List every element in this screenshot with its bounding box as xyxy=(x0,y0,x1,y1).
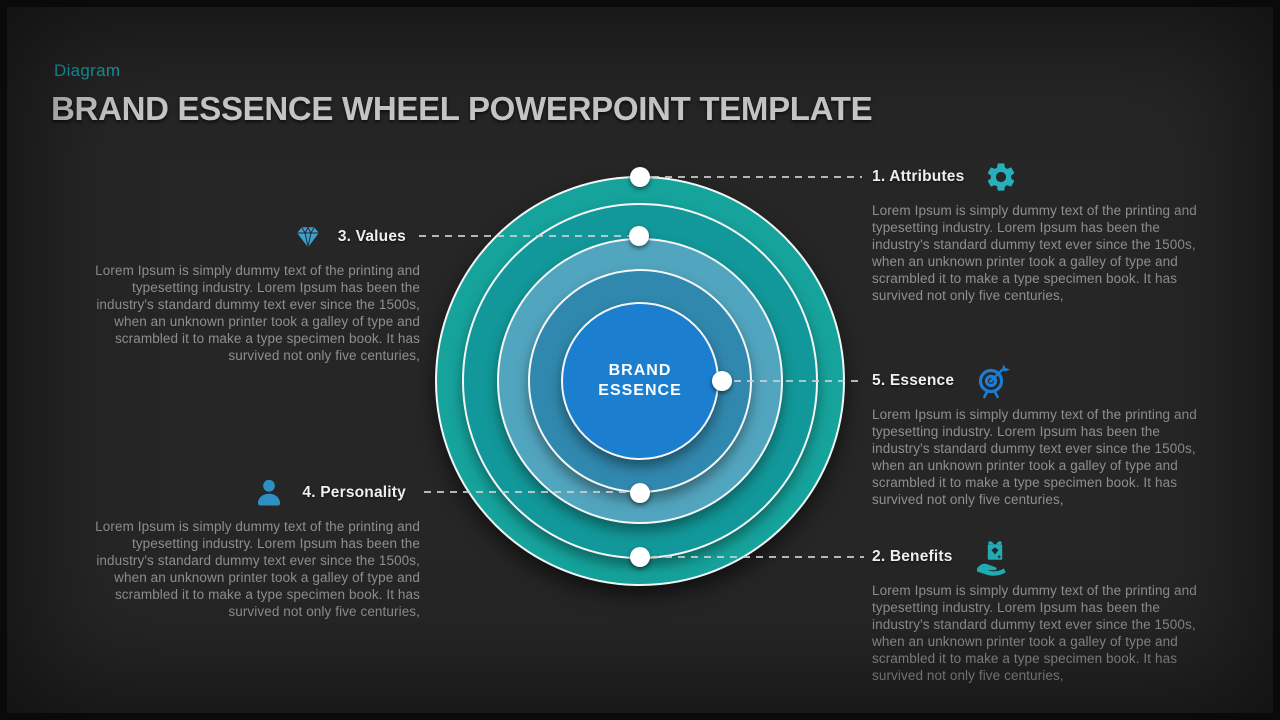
diamond-icon xyxy=(295,224,321,250)
connector-line-essence xyxy=(734,380,862,382)
connector-line-values xyxy=(419,235,633,237)
wheel-core-label-line1: BRAND xyxy=(608,362,672,379)
connector-line-personality xyxy=(424,491,634,493)
page-title: BRAND ESSENCE WHEEL POWERPOINT TEMPLATE xyxy=(51,90,873,127)
section-attributes-title: 1. Attributes xyxy=(872,168,965,185)
section-values-body: Lorem Ipsum is simply dummy text of the … xyxy=(95,263,420,363)
section-essence-title: 5. Essence xyxy=(872,372,955,389)
connector-dot-personality xyxy=(630,483,650,503)
section-benefits-body: Lorem Ipsum is simply dummy text of the … xyxy=(872,583,1197,683)
connector-dot-attributes xyxy=(630,167,650,187)
section-benefits: 2. Benefits Lorem Ipsum is simply dummy … xyxy=(872,538,1205,684)
connector-dot-values xyxy=(629,226,649,246)
section-personality: 4. Personality Lorem Ipsum is simply dum… xyxy=(85,474,420,620)
connector-line-benefits xyxy=(652,556,864,558)
gear-icon xyxy=(984,160,1018,194)
person-icon xyxy=(253,477,285,509)
wheel-core-label-line2: ESSENCE xyxy=(598,382,682,399)
section-values: 3. Values Lorem Ipsum is simply dummy te… xyxy=(85,218,420,364)
connector-dot-benefits xyxy=(630,547,650,567)
section-values-title: 3. Values xyxy=(337,228,406,245)
slide-category-label: Diagram xyxy=(54,61,121,80)
target-icon xyxy=(974,361,1014,401)
section-attributes: 1. Attributes Lorem Ipsum is simply dumm… xyxy=(872,158,1205,304)
gift-hand-icon xyxy=(973,537,1013,577)
section-personality-body: Lorem Ipsum is simply dummy text of the … xyxy=(95,519,420,619)
wheel-core: BRAND ESSENCE xyxy=(561,302,719,460)
section-attributes-body: Lorem Ipsum is simply dummy text of the … xyxy=(872,203,1197,303)
section-essence: 5. Essence Lorem Ipsum is simply dummy t… xyxy=(872,362,1205,508)
section-essence-body: Lorem Ipsum is simply dummy text of the … xyxy=(872,407,1197,507)
connector-dot-essence xyxy=(712,371,732,391)
connector-line-attributes xyxy=(652,176,862,178)
section-personality-title: 4. Personality xyxy=(302,484,406,501)
section-benefits-title: 2. Benefits xyxy=(872,548,953,565)
